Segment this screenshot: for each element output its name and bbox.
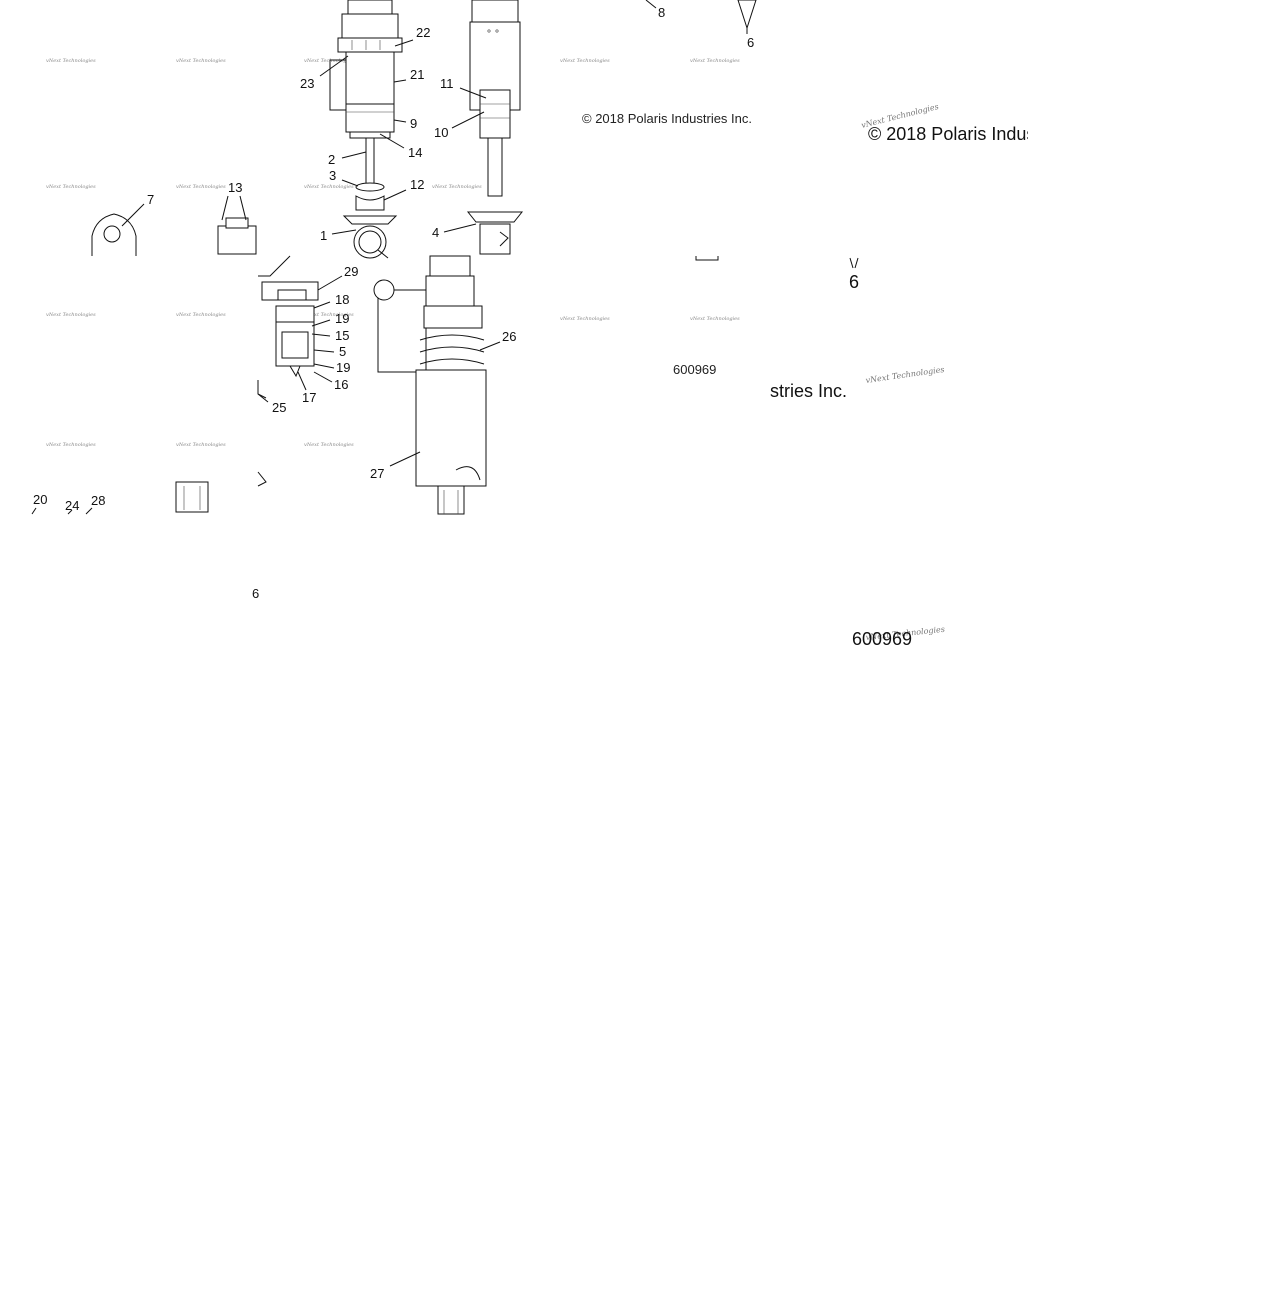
watermark: vNext Technologies [46,312,96,318]
part-number: 600969 [673,362,716,377]
watermark: vNext Technologies [176,312,226,318]
callout-20: 20 [33,492,47,507]
watermark: vNext Technologies [560,58,610,64]
callout-24: 24 [65,498,79,513]
callout-16: 16 [334,377,348,392]
watermark: vNext Technologies [690,58,740,64]
callout-25: 25 [272,400,286,415]
callout-11: 11 [440,76,454,91]
watermark: vNext Technologies [46,184,96,190]
valve-stack [257,255,319,487]
callout-12: 12 [410,177,424,192]
callout-6-large: 6 [849,272,859,292]
callout-9: 9 [410,116,417,131]
watermark: vNext Technologies [865,365,945,385]
bottom-left-parts [31,481,209,515]
shock-upper-body [329,0,403,259]
watermark: vNext Technologies [176,58,226,64]
callout-28: 28 [91,493,105,508]
watermark: vNext Technologies [304,184,354,190]
callout-1: 1 [320,228,327,243]
watermark: vNext Technologies [176,184,226,190]
callout-18: 18 [335,292,349,307]
watermark: vNext Technologies [690,316,740,322]
callout-6-fragment: 6 [252,586,259,601]
callout-5: 5 [339,344,346,359]
watermark: vNext Technologies [304,312,354,318]
watermark: vNext Technologies [46,58,96,64]
watermark: vNext Technologies [560,316,610,322]
spring-shock-assembly [373,255,487,515]
watermark: vNext Technologies [46,442,96,448]
callout-23: 23 [300,76,314,91]
callout-17: 17 [302,390,316,405]
tile-crop-mask [1028,120,1148,150]
callout-13: 13 [228,180,242,195]
watermark: vNext Technologies [304,442,354,448]
text-annotations: © 2018 Polaris Industries Inc. © 2018 Po… [582,111,1035,649]
callout-2: 2 [328,152,335,167]
callout-8: 8 [658,5,665,20]
callout-7: 7 [147,192,154,207]
watermark: vNext Technologies [176,442,226,448]
part-number-large: 600969 [852,629,912,649]
callout-29: 29 [344,264,358,279]
callout-26: 26 [502,329,516,344]
watermark: vNext Technologies [304,58,354,64]
callout-labels: 8 6 22 23 21 11 9 10 14 2 3 12 13 7 1 4 … [33,5,859,601]
callout-15: 15 [335,328,349,343]
shock-right-body [466,0,524,255]
callout-22: 22 [416,25,430,40]
callout-10: 10 [434,125,448,140]
callout-14: 14 [408,145,422,160]
leader-lines-left [319,39,414,259]
callout-4: 4 [432,225,439,240]
leader-lines-spring [389,341,501,467]
callout-21: 21 [410,67,424,82]
leader-lines-right [443,87,487,233]
leader-lines-stack [257,275,343,403]
callout-19: 19 [335,311,349,326]
callout-6: 6 [747,35,754,50]
part-6-cone [645,0,859,269]
callout-3: 3 [329,168,336,183]
copyright-text-fragment: stries Inc. [770,381,847,401]
copyright-text: © 2018 Polaris Industries Inc. [582,111,752,126]
watermark: vNext Technologies [432,184,482,190]
callout-19: 19 [336,360,350,375]
part-13-clevis [217,195,257,255]
callout-27: 27 [370,466,384,481]
copyright-text-large: © 2018 Polaris Indus [868,124,1035,144]
part-7-bushing [91,203,145,256]
